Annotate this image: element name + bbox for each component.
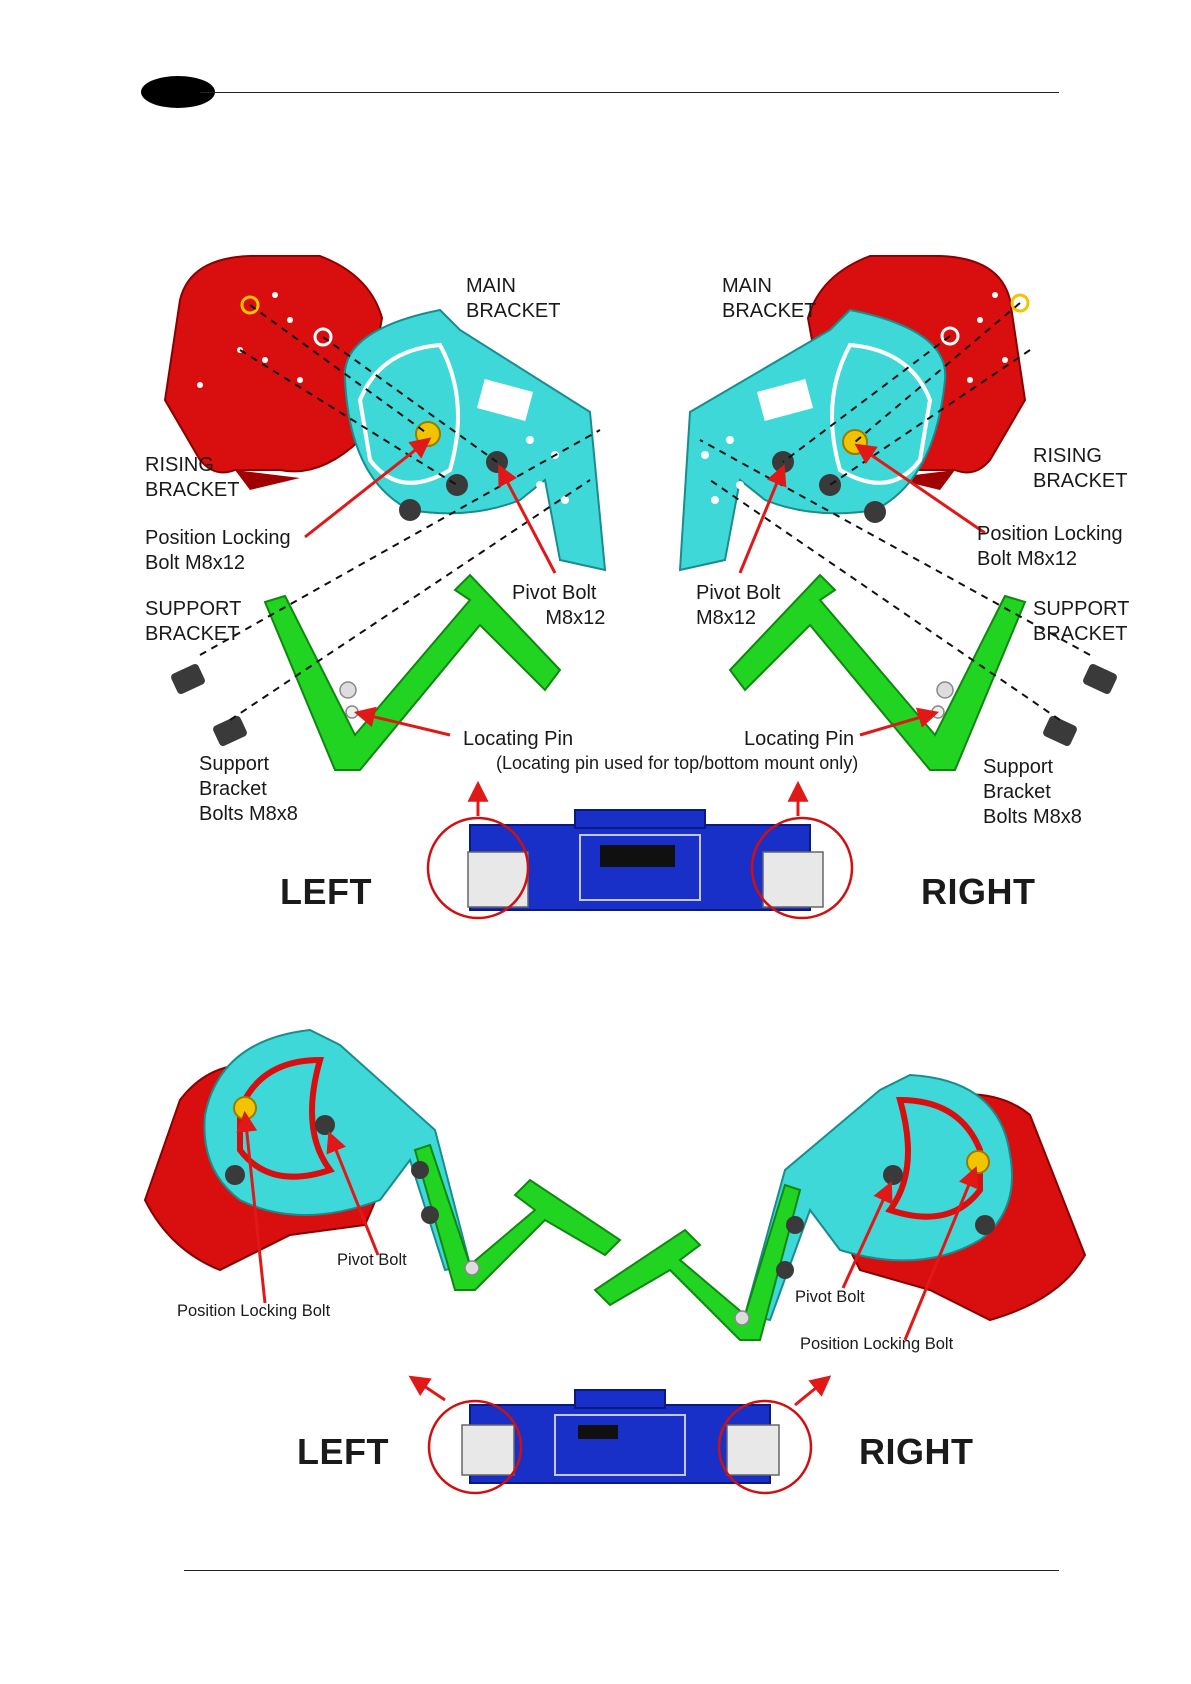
top-left-dashed-guides: [199, 304, 601, 721]
bottom-right-leaders: [794, 1166, 979, 1407]
bottom-left-side-label: LEFT: [297, 1431, 389, 1472]
bottom-scanner-unit: [427, 1389, 813, 1495]
top-left-support-bracket: [263, 573, 562, 771]
top-right-leaders: [738, 443, 986, 816]
top-left-rising-bracket: [163, 255, 384, 490]
bottom-right-support-bracket: [593, 1183, 802, 1341]
bottom-left-support-bracket: [413, 1143, 622, 1291]
top-right-rising-bracket-label: RISING BRACKET: [1033, 445, 1128, 492]
header-rule: [200, 92, 1059, 93]
top-left-rising-bracket-label: RISING BRACKET: [145, 454, 240, 501]
top-right-support-bracket-bolts-label: Support Bracket Bolts M8x8: [983, 756, 1082, 828]
bottom-right-position-locking-bolt-label: Position Locking Bolt: [800, 1335, 954, 1353]
top-left-pivot-bolt-label: Pivot Bolt M8x12: [512, 582, 606, 629]
top-left-position-locking-bolt-label: Position Locking Bolt M8x12: [145, 527, 291, 574]
top-left-main-bracket-label: MAIN BRACKET: [466, 275, 561, 322]
top-right-bolts: [772, 429, 1117, 746]
top-right-dashed-guides: [699, 302, 1091, 721]
top-scanner-unit: [426, 809, 854, 920]
footer-rule: [184, 1570, 1059, 1571]
top-right-pivot-bolt-label: Pivot Bolt M8x12: [696, 582, 781, 629]
top-left-support-bracket-label: SUPPORT BRACKET: [145, 598, 242, 645]
bottom-left-bolts: [225, 1096, 480, 1276]
bottom-right-side-label: RIGHT: [859, 1431, 974, 1472]
top-right-support-bracket: [728, 573, 1027, 771]
top-left-leaders: [304, 437, 557, 816]
top-left-locating-pin-label: Locating Pin: [463, 728, 574, 750]
top-right-position-locking-bolt-label: Position Locking Bolt M8x12: [977, 523, 1123, 570]
top-left-support-bracket-bolts-label: Support Bracket Bolts M8x8: [199, 753, 298, 825]
top-right-side-label: RIGHT: [921, 871, 1036, 912]
top-right-locating-pin-label: Locating Pin: [744, 728, 855, 750]
bottom-left-position-locking-bolt-label: Position Locking Bolt: [177, 1302, 331, 1320]
top-right-support-bracket-label: SUPPORT BRACKET: [1033, 598, 1130, 645]
bottom-left-pivot-bolt-label: Pivot Bolt: [337, 1251, 407, 1269]
bottom-left-leaders: [236, 1110, 446, 1402]
bottom-right-pivot-bolt-label: Pivot Bolt: [795, 1288, 865, 1306]
locating-pin-note: (Locating pin used for top/bottom mount …: [496, 753, 859, 773]
top-right-main-bracket-label: MAIN BRACKET: [722, 275, 817, 322]
top-left-side-label: LEFT: [280, 871, 372, 912]
